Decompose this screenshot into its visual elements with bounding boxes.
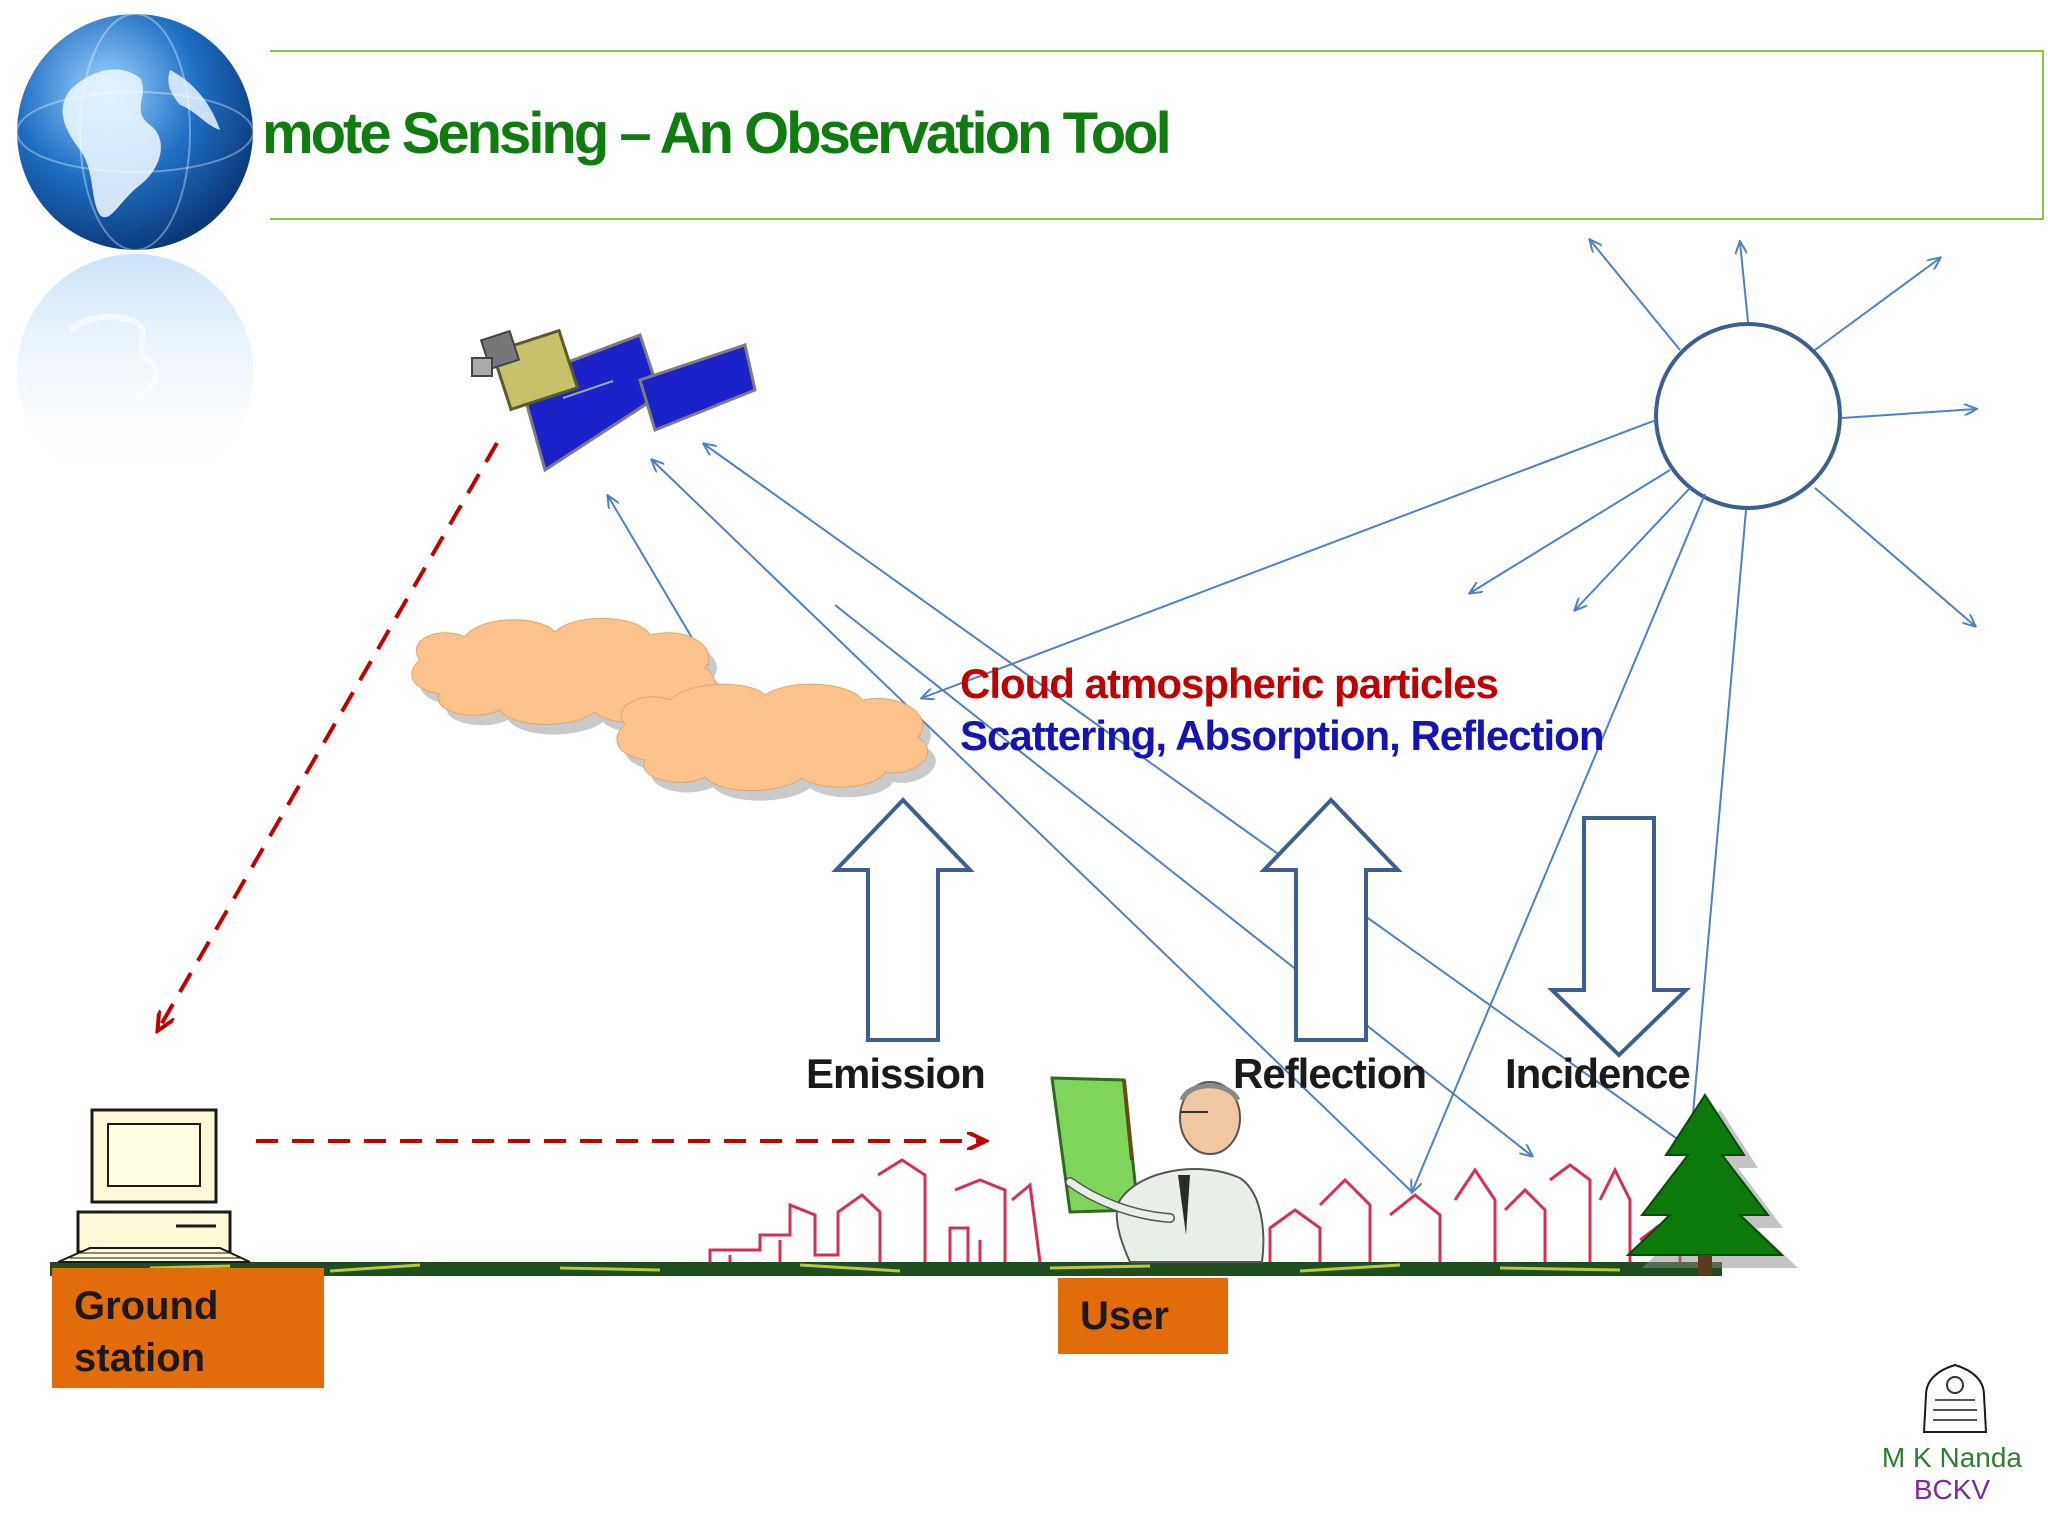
emission-label: Emission <box>806 1050 986 1097</box>
reflection-arrow <box>1259 797 1403 1042</box>
ground-station-box: Ground station <box>52 1268 324 1388</box>
downlink-arrows <box>158 441 985 1141</box>
radiation-rays <box>608 419 1747 1192</box>
title-box <box>268 50 2044 220</box>
user-box: User <box>1058 1278 1228 1354</box>
ground-station-label-line2: station <box>74 1336 206 1380</box>
cloud-particles-label: Cloud atmospheric particles <box>960 660 1499 707</box>
globe-icon <box>0 13 270 490</box>
emission-arrow <box>831 797 975 1042</box>
user-label: User <box>1080 1294 1169 1338</box>
reflection-label: Reflection <box>1233 1050 1427 1097</box>
page-title: mote Sensing – An Observation Tool <box>262 101 1172 166</box>
incidence-arrow <box>1547 816 1691 1058</box>
houses-right <box>1268 1163 1682 1262</box>
satellite-icon <box>471 328 757 473</box>
presenter-icon <box>1050 1076 1265 1263</box>
atmospheric-processes-label: Scattering, Absorption, Reflection <box>960 712 1604 759</box>
incidence-label: Incidence <box>1505 1050 1691 1097</box>
computer-icon <box>57 1108 251 1263</box>
author-name: M K Nanda <box>1881 1442 2022 1473</box>
cloud-icon <box>411 617 936 801</box>
bckv-logo-icon <box>1922 1363 1988 1433</box>
institution-name: BCKV <box>1913 1474 1991 1505</box>
tree-icon <box>1625 1093 1798 1275</box>
sun-icon <box>1470 240 1976 626</box>
credit: M K Nanda BCKV <box>1882 1442 2022 1506</box>
ground-station-label-line1: Ground <box>74 1284 219 1328</box>
ground-strip <box>50 1262 1722 1276</box>
houses-left <box>708 1158 1042 1263</box>
